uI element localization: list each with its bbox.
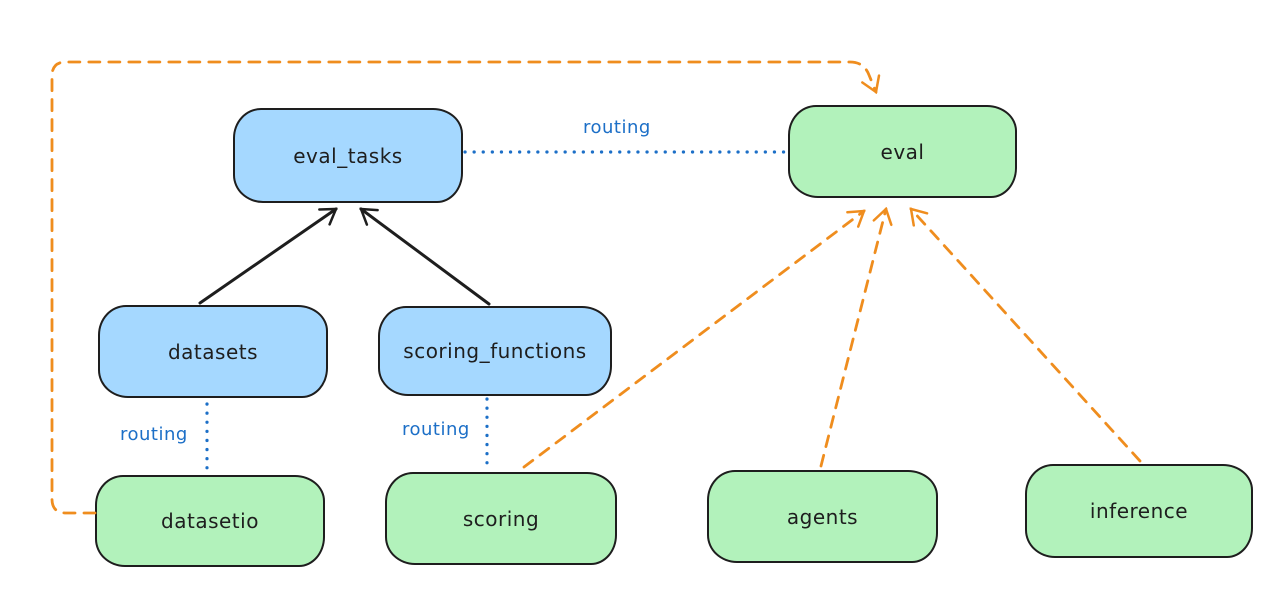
node-scoring-functions: scoring_functions xyxy=(378,306,612,396)
node-eval-tasks-label: eval_tasks xyxy=(293,143,403,168)
edge-datasets-to-eval-tasks xyxy=(198,207,336,305)
node-datasetio: datasetio xyxy=(95,475,325,567)
node-scoring-label: scoring xyxy=(462,506,540,531)
edge-inference-to-eval xyxy=(911,209,1142,463)
edge-scoring-functions-to-eval-tasks xyxy=(361,207,491,306)
node-datasetio-label: datasetio xyxy=(161,509,259,533)
edge-label-routing-datasets: routing xyxy=(120,424,188,445)
node-inference: inference xyxy=(1025,464,1253,558)
edge-label-routing-top: routing xyxy=(583,117,651,138)
node-eval-tasks: eval_tasks xyxy=(233,108,463,203)
node-agents-label: agents xyxy=(786,504,859,529)
node-eval-label: eval xyxy=(880,139,925,164)
edge-label-routing-scoring: routing xyxy=(402,419,470,440)
node-datasets-label: datasets xyxy=(167,339,259,364)
node-eval: eval xyxy=(788,105,1017,198)
node-agents: agents xyxy=(707,470,938,563)
node-inference-label: inference xyxy=(1089,499,1189,523)
node-scoring: scoring xyxy=(385,472,617,565)
edge-datasetio-to-eval xyxy=(50,60,876,515)
edge-agents-to-eval xyxy=(819,209,886,468)
node-scoring-functions-label: scoring_functions xyxy=(403,339,587,363)
node-datasets: datasets xyxy=(98,305,328,398)
